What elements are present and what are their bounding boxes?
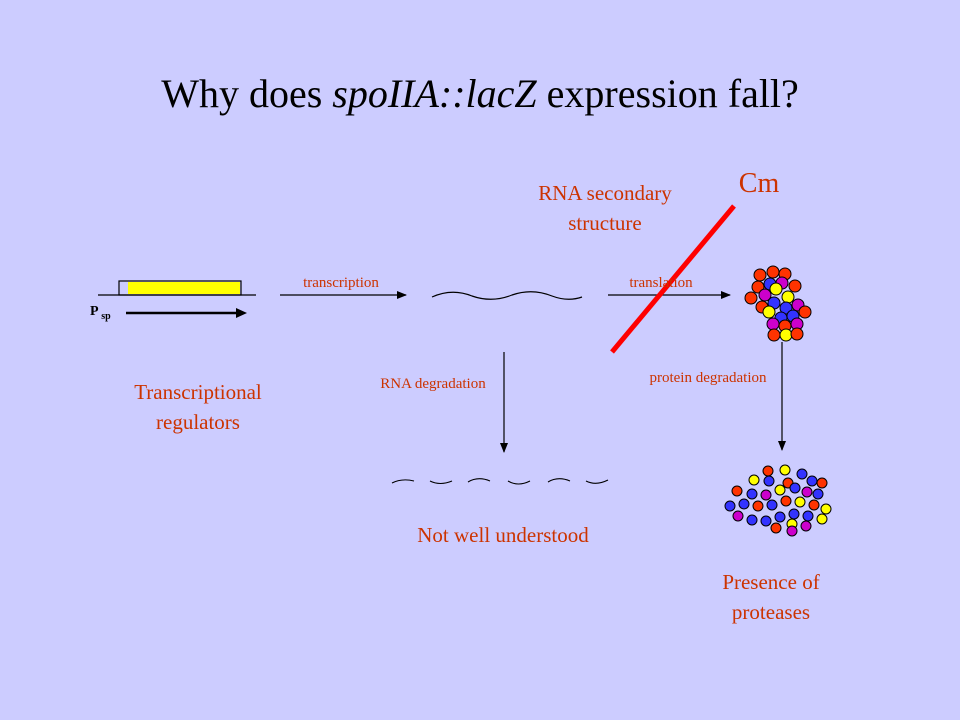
rna-fragment (467, 478, 491, 483)
rna-fragment (585, 479, 609, 484)
promoter-arrow-head (236, 308, 247, 318)
rna-fragments (391, 478, 609, 485)
title-prefix: Why does (161, 71, 333, 116)
promoter-label-sub: sp (101, 310, 111, 322)
translation-label: translation (629, 275, 693, 291)
lacz-gene-box (128, 282, 240, 294)
promoter-label: P sp (90, 304, 111, 322)
rna-fragment (429, 480, 453, 485)
degraded-protein-scatter (724, 464, 832, 537)
rna-fragment (547, 478, 571, 483)
promoter-label-main: P (90, 304, 98, 319)
folded-protein-cluster (744, 265, 812, 342)
cm-label: Cm (738, 168, 780, 199)
title-suffix: expression fall? (536, 71, 799, 116)
rna-degradation-label: RNA degradation (380, 376, 486, 392)
title-gene-name: spoIIA::lacZ (332, 71, 537, 116)
rna-fragment (507, 480, 531, 485)
rna-fragment (391, 479, 415, 484)
gene-box-outline (118, 280, 242, 296)
transcriptional-regulators-label: Transcriptional regulators (134, 380, 262, 434)
slide-title: Why does spoIIA::lacZ expression fall? (0, 70, 960, 117)
mrna-wave (431, 291, 583, 300)
gene-construct (98, 280, 256, 318)
protein-degradation-label: protein degradation (649, 370, 767, 386)
cm-inhibition-line (610, 204, 736, 354)
transcription-label: transcription (303, 275, 379, 291)
presence-of-proteases-label: Presence of proteases (722, 570, 820, 624)
rna-secondary-structure-label: RNA secondary structure (538, 181, 672, 235)
not-well-understood-label: Not well understood (417, 523, 589, 547)
